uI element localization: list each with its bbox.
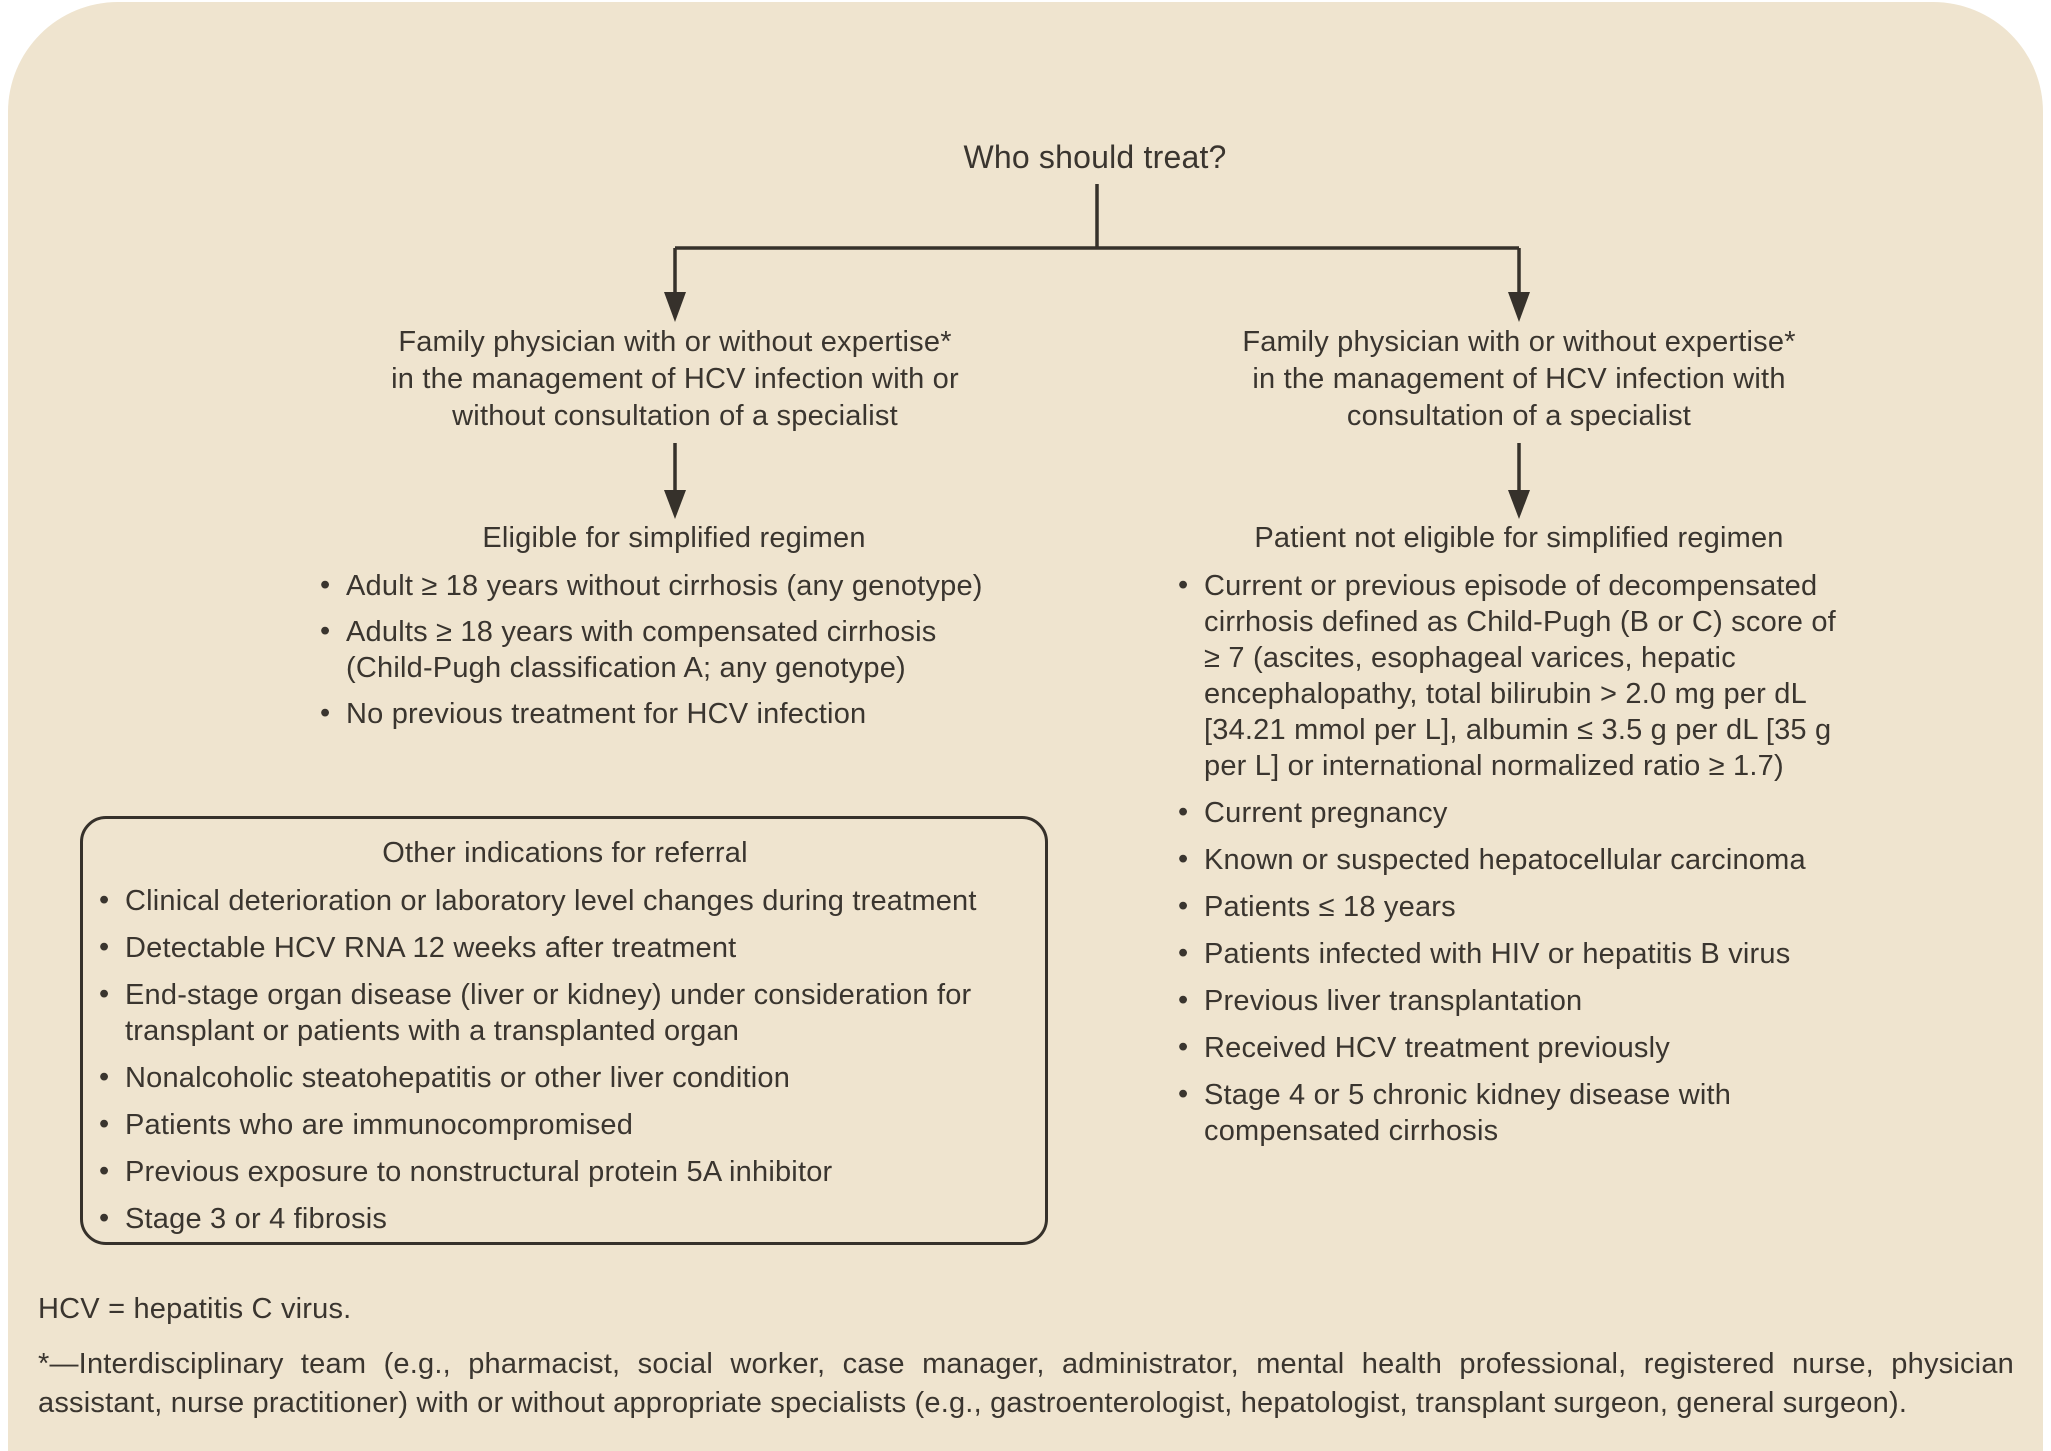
left-column-bullet: No previous treatment for HCV infection: [318, 695, 1006, 732]
right-column-bullet: Current pregnancy: [1176, 794, 1854, 831]
footnote-asterisk: *—Interdisciplinary team (e.g., pharmaci…: [38, 1345, 2014, 1423]
referral-bullet: Clinical deterioration or laboratory lev…: [97, 882, 1033, 919]
left-column-heading: Eligible for simplified regimen: [482, 522, 866, 554]
right-column-bullet: Stage 4 or 5 chronic kidney disease with…: [1176, 1076, 1854, 1149]
referral-box-bullet-list: Clinical deterioration or laboratory lev…: [97, 882, 1033, 1237]
referral-box-heading: Other indications for referral: [382, 837, 748, 869]
referral-bullet: Detectable HCV RNA 12 weeks after treatm…: [97, 929, 1033, 966]
referral-bullet: End-stage organ disease (liver or kidney…: [97, 976, 1033, 1049]
figure-title: Who should treat?: [963, 139, 1227, 175]
footnote-asterisk-line-1: *—Interdisciplinary team (e.g., pharmaci…: [38, 1348, 2014, 1380]
right-branch-text: Family physician with or without experti…: [1169, 324, 1869, 435]
referral-box: Other indications for referral Clinical …: [80, 816, 1048, 1245]
right-column-bullet: Known or suspected hepatocellular carcin…: [1176, 841, 1854, 878]
referral-bullet: Nonalcoholic steatohepatitis or other li…: [97, 1059, 1033, 1096]
right-column-bullet: Patients ≤ 18 years: [1176, 888, 1854, 925]
right-column-bullet: Current or previous episode of decompens…: [1176, 567, 1854, 784]
referral-bullet: Patients who are immunocompromised: [97, 1106, 1033, 1143]
footnote-asterisk-line-2: assistant, nurse practitioner) with or w…: [38, 1387, 1908, 1419]
branch-line: without consultation of a specialist: [452, 400, 898, 432]
left-column-bullet-list: Adult ≥ 18 years without cirrhosis (any …: [318, 567, 1006, 742]
branch-line: in the management of HCV infection with …: [391, 363, 959, 395]
right-column-bullet: Received HCV treatment previously: [1176, 1029, 1854, 1066]
branch-line: Family physician with or without experti…: [1242, 326, 1796, 358]
branch-line: in the management of HCV infection with: [1252, 363, 1786, 395]
right-column-bullet: Previous liver transplantation: [1176, 982, 1854, 1019]
left-branch-text: Family physician with or without experti…: [325, 324, 1025, 435]
left-column-bullet: Adult ≥ 18 years without cirrhosis (any …: [318, 567, 1006, 604]
referral-bullet: Stage 3 or 4 fibrosis: [97, 1200, 1033, 1237]
left-column-bullet: Adults ≥ 18 years with compensated cirrh…: [318, 613, 1006, 686]
branch-line: consultation of a specialist: [1346, 400, 1692, 432]
footnote-abbreviation: HCV = hepatitis C virus.: [38, 1293, 352, 1325]
right-column-bullet-list: Current or previous episode of decompens…: [1176, 567, 1854, 1160]
right-column-heading: Patient not eligible for simplified regi…: [1254, 522, 1784, 554]
right-column-bullet: Patients infected with HIV or hepatitis …: [1176, 935, 1854, 972]
referral-bullet: Previous exposure to nonstructural prote…: [97, 1153, 1033, 1190]
branch-line: Family physician with or without experti…: [398, 326, 952, 358]
